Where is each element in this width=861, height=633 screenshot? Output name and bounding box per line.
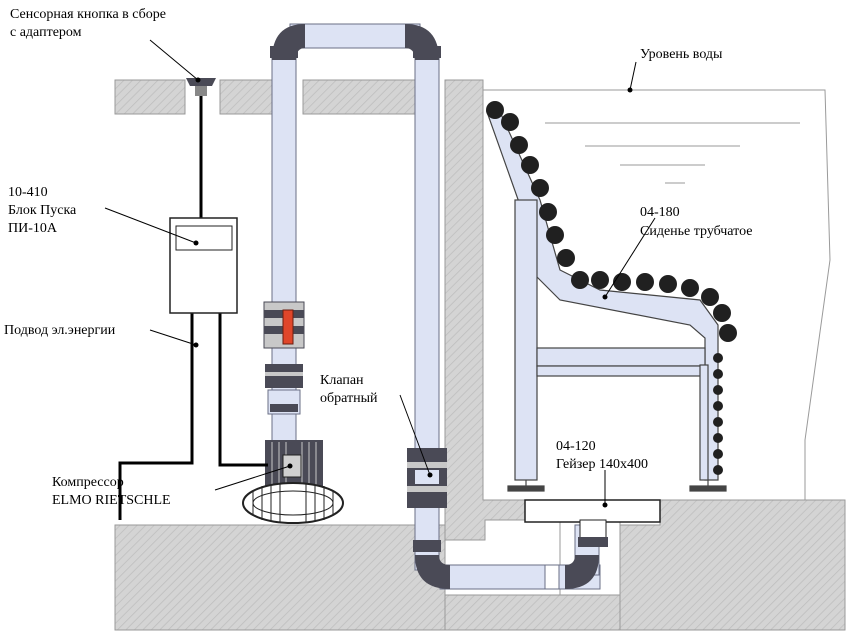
seat-beads bbox=[486, 101, 737, 475]
bead bbox=[501, 113, 519, 131]
leader-compressor bbox=[214, 465, 291, 491]
label-start-unit-l3: ПИ-10А bbox=[8, 221, 58, 236]
bead bbox=[713, 465, 723, 475]
leader-seat bbox=[604, 217, 656, 298]
leader-check-valve bbox=[399, 394, 431, 476]
bead bbox=[636, 273, 654, 291]
label-geyser-l2: Гейзер 140х400 bbox=[556, 457, 648, 472]
leader-start-unit bbox=[104, 207, 197, 244]
bead bbox=[659, 275, 677, 293]
label-geyser-l1: 04-120 bbox=[556, 439, 596, 454]
coupling bbox=[544, 564, 560, 590]
bead bbox=[539, 203, 557, 221]
fitting bbox=[413, 540, 441, 552]
seat-foot bbox=[507, 485, 545, 492]
label-check-valve-l2: обратный bbox=[320, 391, 378, 406]
bead bbox=[521, 156, 539, 174]
tubular-seat-part bbox=[486, 111, 727, 492]
seat-crossbar-upper bbox=[536, 347, 706, 367]
leader-lines bbox=[104, 39, 656, 505]
wire-unit-to-compressor bbox=[218, 312, 268, 467]
label-seat-l1: 04-180 bbox=[640, 205, 680, 220]
leader-dots bbox=[193, 77, 633, 508]
check-valve-band bbox=[407, 486, 447, 492]
reducer-ring bbox=[270, 404, 298, 412]
check-valve-band bbox=[407, 462, 447, 468]
check-valve-window bbox=[415, 470, 439, 484]
touch-button-adapter bbox=[195, 86, 207, 96]
bead bbox=[713, 449, 723, 459]
leader-touch-button bbox=[149, 39, 199, 81]
touch-button-head bbox=[186, 78, 216, 86]
bead bbox=[531, 179, 549, 197]
seat-backrest bbox=[486, 111, 719, 481]
geyser-collar bbox=[578, 537, 608, 547]
elbow-bottom-right bbox=[565, 555, 599, 589]
label-touch-button-l2: с адаптером bbox=[10, 25, 82, 40]
deck-slab-mid bbox=[219, 79, 273, 115]
compressor-unit bbox=[242, 440, 344, 524]
bead bbox=[713, 433, 723, 443]
label-start-unit-l2: Блок Пуска bbox=[8, 203, 77, 218]
deck-slab-right bbox=[302, 79, 416, 115]
bead bbox=[713, 385, 723, 395]
pool-structure bbox=[114, 79, 846, 631]
wire-power-left bbox=[118, 312, 194, 520]
bead bbox=[510, 136, 528, 154]
bead bbox=[713, 417, 723, 427]
compressor-blower bbox=[242, 482, 344, 524]
wiring bbox=[118, 96, 268, 520]
start-unit-box bbox=[169, 217, 238, 314]
union-ring bbox=[265, 372, 303, 376]
bead bbox=[546, 226, 564, 244]
bead bbox=[613, 273, 631, 291]
bead bbox=[713, 304, 731, 322]
leader-power bbox=[149, 329, 197, 346]
label-check-valve-l1: Клапан bbox=[320, 373, 364, 388]
bead bbox=[486, 101, 504, 119]
water-outline bbox=[483, 89, 831, 500]
start-unit-display bbox=[175, 225, 233, 251]
seat-leg-front bbox=[514, 199, 538, 481]
geyser-neck bbox=[579, 519, 607, 539]
geyser-plate bbox=[524, 499, 661, 523]
bead bbox=[681, 279, 699, 297]
label-seat-l2: Сиденье трубчатое bbox=[640, 224, 752, 239]
check-valve-part bbox=[407, 448, 447, 508]
label-water-level: Уровень воды bbox=[640, 47, 723, 62]
touch-button-part bbox=[186, 78, 216, 96]
seat-leg-mid bbox=[699, 364, 709, 481]
elbow-bottom-left bbox=[415, 555, 450, 589]
label-touch-button-l1: Сенсорная кнопка в сборе bbox=[10, 7, 166, 22]
bead bbox=[701, 288, 719, 306]
bead bbox=[591, 271, 609, 289]
seat-crossbar-lower bbox=[536, 365, 706, 377]
bead bbox=[713, 353, 723, 363]
pipe-top-horizontal bbox=[289, 23, 421, 49]
deck-slab-left bbox=[114, 79, 186, 115]
bead bbox=[719, 324, 737, 342]
valve-handle bbox=[282, 309, 294, 345]
labels: Сенсорная кнопка в сборе с адаптером Уро… bbox=[4, 7, 752, 508]
seat-foot bbox=[689, 485, 727, 492]
leader-water-level bbox=[629, 61, 637, 91]
label-power-supply: Подвод эл.энергии bbox=[4, 323, 116, 338]
geyser-part bbox=[524, 499, 661, 547]
bead bbox=[713, 369, 723, 379]
bead bbox=[557, 249, 575, 267]
label-start-unit-l1: 10-410 bbox=[8, 185, 48, 200]
label-compressor-l1: Компрессор bbox=[52, 475, 124, 490]
fitting bbox=[270, 46, 298, 58]
bead bbox=[713, 401, 723, 411]
fitting bbox=[413, 46, 441, 58]
ground-block bbox=[114, 524, 446, 631]
shutoff-valve bbox=[263, 301, 305, 415]
bead bbox=[571, 271, 589, 289]
ground-block-bottom bbox=[444, 594, 621, 631]
label-compressor-l2: ELMO RIETSCHLE bbox=[52, 493, 171, 508]
